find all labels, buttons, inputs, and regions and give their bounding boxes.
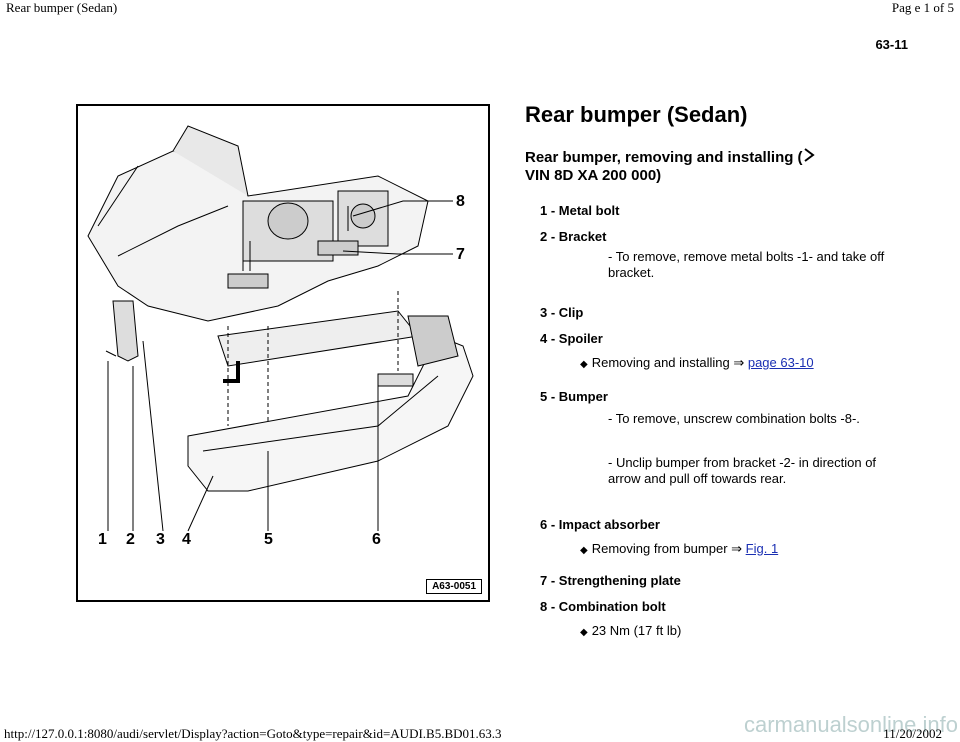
- diamond-bullet-icon: ◆: [580, 627, 588, 638]
- note-torque: ◆23 Nm (17 ft lb): [580, 623, 900, 641]
- page-number: 63-11: [875, 37, 908, 52]
- list-item: 8 - Combination bolt: [540, 599, 666, 614]
- page-title: Rear bumper (Sedan): [525, 102, 748, 127]
- bumper-figure: 1 2 3 4 5 6 7 8 A63-0051: [76, 104, 490, 602]
- figure-code: A63-0051: [426, 579, 482, 594]
- subtitle-line-1: Rear bumper, removing and installing (: [525, 149, 803, 166]
- bumper-exploded-diagram: 1 2 3 4 5 6 7 8: [87, 125, 474, 548]
- callout-8: 8: [456, 193, 465, 210]
- subtitle: Rear bumper, removing and installing ( V…: [525, 148, 895, 185]
- subtitle-line-2: VIN 8D XA 200 000): [525, 167, 662, 184]
- callout-6: 6: [372, 531, 381, 548]
- callout-2: 2: [126, 531, 135, 548]
- note-absorber: ◆Removing from bumper ⇒ Fig. 1: [580, 541, 900, 571]
- note-text: Removing and installing ⇒: [591, 355, 748, 370]
- footer-date: 11/20/2002: [883, 726, 942, 741]
- callout-5: 5: [264, 531, 273, 548]
- header-page-indicator: Pag e 1 of 5: [891, 0, 954, 15]
- list-item: 5 - Bumper: [540, 389, 608, 404]
- list-item: 3 - Clip: [540, 305, 584, 320]
- note-text: 23 Nm (17 ft lb): [591, 623, 682, 638]
- diamond-bullet-icon: ◆: [580, 545, 588, 556]
- note-bracket: - To remove, remove metal bolts -1- and …: [608, 249, 885, 280]
- list-item: 4 - Spoiler: [540, 331, 603, 346]
- list-item: 7 - Strengthening plate: [540, 573, 681, 588]
- list-item: 1 - Metal bolt: [540, 203, 620, 218]
- page-link[interactable]: page 63-10: [747, 355, 814, 370]
- diamond-bullet-icon: ◆: [580, 359, 588, 370]
- list-item: 6 - Impact absorber: [540, 517, 660, 532]
- header-title: Rear bumper (Sedan): [6, 0, 118, 15]
- note-bumper-1: - To remove, unscrew combination bolts -…: [608, 411, 860, 426]
- arrow-right-icon: [803, 148, 815, 162]
- parts-list: 1 - Metal bolt 2 - Bracket - To remove, …: [540, 201, 900, 641]
- list-item: 2 - Bracket: [540, 229, 607, 244]
- note-bumper-2: - Unclip bumper from bracket -2- in dire…: [608, 455, 877, 486]
- footer-url: http://127.0.0.1:8080/audi/servlet/Displ…: [4, 726, 502, 741]
- callout-4: 4: [182, 531, 191, 548]
- callout-3: 3: [156, 531, 165, 548]
- figure-link[interactable]: Fig. 1: [745, 541, 779, 556]
- callout-1: 1: [98, 531, 107, 548]
- note-text: Removing from bumper ⇒: [591, 541, 746, 556]
- watermark: carmanualsonline.info: [743, 712, 958, 737]
- callout-7: 7: [456, 246, 465, 263]
- note-spoiler: ◆Removing and installing ⇒ page 63-10: [580, 355, 900, 387]
